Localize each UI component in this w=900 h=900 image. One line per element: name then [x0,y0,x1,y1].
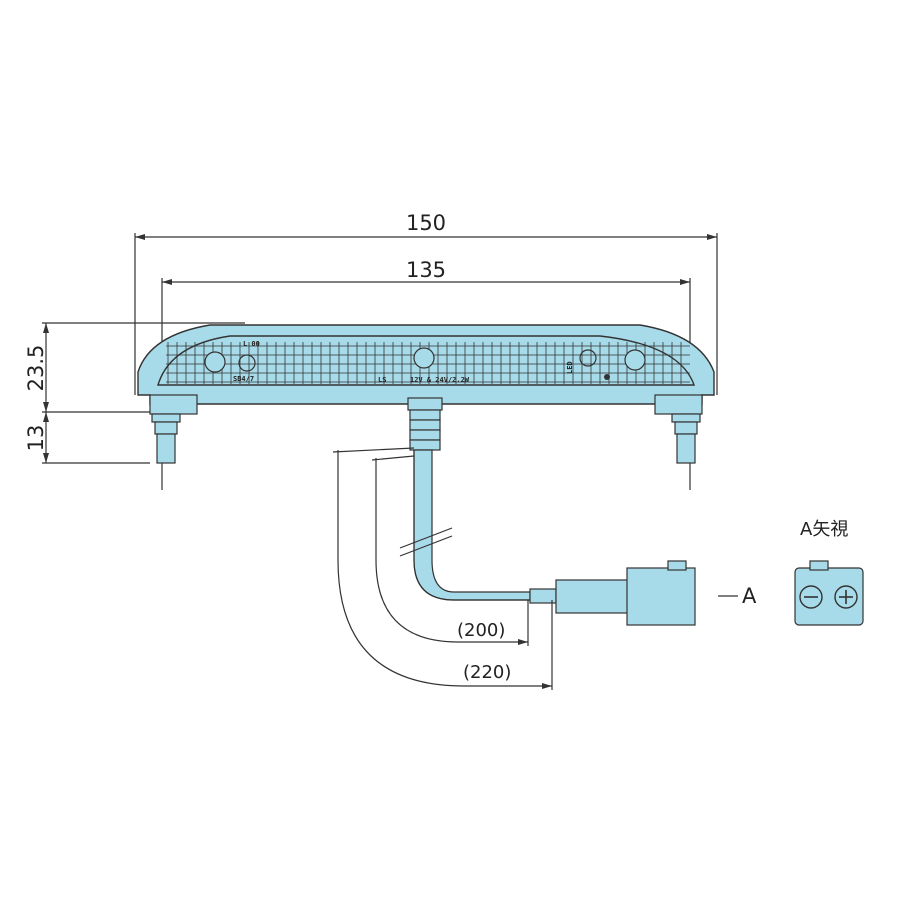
terminal-height-label: 13 [24,425,48,452]
lens-mark-center-left: LS [378,376,386,384]
right-terminal [671,413,701,464]
body-height-label: 23.5 [24,345,48,392]
view-arrow-label: A [742,584,757,608]
plus-icon [834,585,858,609]
lens-width-label: 135 [406,258,446,282]
cable-grommet [407,397,443,451]
cable-length-dimensions: (200) (220) [332,447,553,690]
connector [555,560,696,626]
minus-icon [799,585,823,609]
a-view: A矢視 [794,519,864,626]
lens-mark-left-top: L 00 [243,340,260,348]
lens-details: L 00 SB4/7 LS 12V & 24V/2.2W LED [204,340,646,384]
overall-width-label: 150 [406,211,446,235]
lens-mark-right: LED [566,361,574,374]
left-terminal [151,413,181,464]
view-arrow: A [718,584,757,608]
cable-length-inner-label: (200) [457,620,505,641]
lens-mark-center-right: 12V & 24V/2.2W [410,376,470,384]
dimension-vertical: 23.5 13 [24,322,245,464]
cable-length-outer-label: (220) [463,662,511,683]
cable [399,449,557,604]
lens-mark-left-bottom: SB4/7 [233,375,254,383]
view-title: A矢視 [800,519,848,540]
dimension-150: 150 [134,211,718,395]
